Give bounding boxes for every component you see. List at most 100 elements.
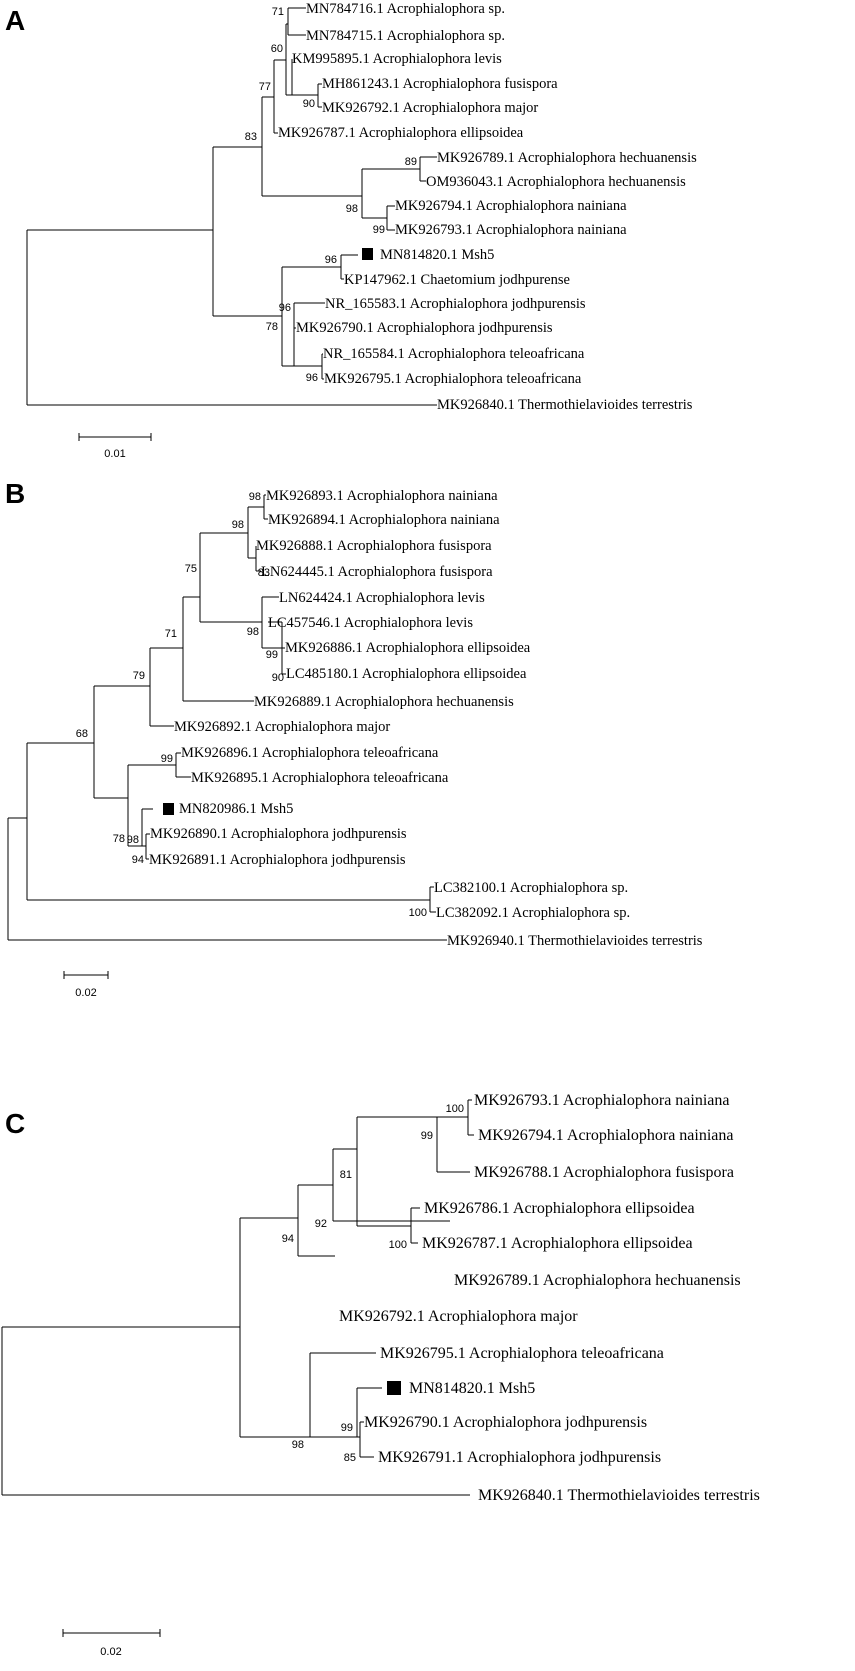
leaf-label: MK926791.1 Acrophialophora jodhpurensis xyxy=(378,1449,661,1466)
leaf-label: MK926790.1 Acrophialophora jodhpurensis xyxy=(296,320,553,336)
bootstrap-value: 99 xyxy=(373,224,385,236)
leaf-label: MK926793.1 Acrophialophora nainiana xyxy=(474,1092,730,1109)
leaf-label: MK926787.1 Acrophialophora ellipsoidea xyxy=(422,1235,693,1252)
bootstrap-value: 98 xyxy=(346,203,358,215)
bootstrap-value: 81 xyxy=(340,1169,352,1181)
bootstrap-value: 99 xyxy=(421,1130,433,1142)
leaf-label: MK926896.1 Acrophialophora teleoafricana xyxy=(181,745,439,761)
leaf-label: MK926889.1 Acrophialophora hechuanensis xyxy=(254,694,514,710)
bootstrap-value: 100 xyxy=(389,1239,407,1251)
bootstrap-value: 75 xyxy=(185,563,197,575)
bootstrap-value: 68 xyxy=(76,728,88,740)
leaf-label: LC382092.1 Acrophialophora sp. xyxy=(436,905,630,921)
leaf-label: OM936043.1 Acrophialophora hechuanensis xyxy=(426,174,686,190)
bootstrap-value: 71 xyxy=(272,6,284,18)
bootstrap-value: 71 xyxy=(165,628,177,640)
leaf-label: KM995895.1 Acrophialophora levis xyxy=(292,51,502,67)
bootstrap-value: 89 xyxy=(405,156,417,168)
leaf-label: MK926789.1 Acrophialophora hechuanensis xyxy=(454,1272,741,1289)
leaf-label: MK926793.1 Acrophialophora nainiana xyxy=(395,222,627,238)
bootstrap-value: 94 xyxy=(132,854,144,866)
leaf-label: MK926794.1 Acrophialophora nainiana xyxy=(395,198,627,214)
bootstrap-value: 83 xyxy=(258,567,270,579)
panel-b-bootstrap-values: 98 98 83 75 98 99 90 71 79 68 99 78 98 9… xyxy=(76,491,427,919)
bootstrap-value: 94 xyxy=(282,1233,294,1245)
leaf-label: LC382100.1 Acrophialophora sp. xyxy=(434,880,628,896)
leaf-label: MK926795.1 Acrophialophora teleoafricana xyxy=(380,1345,664,1362)
leaf-label: MK926786.1 Acrophialophora ellipsoidea xyxy=(424,1200,695,1217)
panel-c-bootstrap-values: 100 99 81 100 92 94 98 99 85 xyxy=(282,1103,464,1464)
leaf-label: MK926795.1 Acrophialophora teleoafricana xyxy=(324,371,582,387)
leaf-label: MK926792.1 Acrophialophora major xyxy=(322,100,538,116)
bootstrap-value: 78 xyxy=(266,321,278,333)
leaf-label: MN820986.1 Msh5 xyxy=(179,801,293,817)
leaf-label: MN814820.1 Msh5 xyxy=(409,1380,535,1397)
leaf-label: MK926892.1 Acrophialophora major xyxy=(174,719,390,735)
bootstrap-value: 85 xyxy=(344,1452,356,1464)
leaf-label: MK926891.1 Acrophialophora jodhpurensis xyxy=(149,852,406,868)
bootstrap-value: 79 xyxy=(133,670,145,682)
leaf-label: MN814820.1 Msh5 xyxy=(380,247,494,263)
panel-a-leaf-labels: MN784716.1 Acrophialophora sp. MN784715.… xyxy=(278,1,697,413)
leaf-label: MN784716.1 Acrophialophora sp. xyxy=(306,1,505,17)
panel-c: C xyxy=(1,1092,760,1658)
bootstrap-value: 98 xyxy=(127,834,139,846)
leaf-label: MK926890.1 Acrophialophora jodhpurensis xyxy=(150,826,407,842)
scale-bar-label: 0.01 xyxy=(104,448,125,460)
panel-a-scale-bar: 0.01 xyxy=(78,433,152,460)
leaf-label: MK926840.1 Thermothielavioides terrestri… xyxy=(437,397,693,413)
bootstrap-value: 98 xyxy=(232,519,244,531)
leaf-label: MK926893.1 Acrophialophora nainiana xyxy=(266,488,498,504)
leaf-label: MK926788.1 Acrophialophora fusispora xyxy=(474,1164,734,1181)
panel-b-branches xyxy=(7,494,447,941)
leaf-label: MK926940.1 Thermothielavioides terrestri… xyxy=(447,933,703,949)
panel-a-bootstrap-values: 71 60 77 90 83 89 98 99 96 96 78 96 xyxy=(245,6,417,384)
scale-bar-label: 0.02 xyxy=(100,1646,121,1658)
panel-a-letter: A xyxy=(5,5,25,36)
bootstrap-value: 98 xyxy=(249,491,261,503)
leaf-label: MK926794.1 Acrophialophora nainiana xyxy=(478,1127,734,1144)
leaf-label: MK926787.1 Acrophialophora ellipsoidea xyxy=(278,125,524,141)
panel-c-branches xyxy=(1,1099,474,1496)
bootstrap-value: 98 xyxy=(247,626,259,638)
leaf-label: NR_165584.1 Acrophialophora teleoafrican… xyxy=(323,346,585,362)
bootstrap-value: 100 xyxy=(409,907,427,919)
leaf-label: MK926792.1 Acrophialophora major xyxy=(339,1308,578,1325)
bootstrap-value: 92 xyxy=(315,1218,327,1230)
bootstrap-value: 77 xyxy=(259,81,271,93)
leaf-label: NR_165583.1 Acrophialophora jodhpurensis xyxy=(325,296,586,312)
bootstrap-value: 99 xyxy=(266,649,278,661)
bootstrap-value: 99 xyxy=(161,753,173,765)
panel-a: A xyxy=(5,1,697,460)
msh5-marker-icon xyxy=(387,1381,401,1395)
panel-b-letter: B xyxy=(5,478,25,509)
leaf-label: MK926895.1 Acrophialophora teleoafricana xyxy=(191,770,449,786)
leaf-label: LN624445.1 Acrophialophora fusispora xyxy=(261,564,493,580)
panel-b-leaf-labels: MK926893.1 Acrophialophora nainiana MK92… xyxy=(149,488,703,949)
bootstrap-value: 83 xyxy=(245,131,257,143)
panel-b-scale-bar: 0.02 xyxy=(63,971,109,999)
leaf-label: MK926790.1 Acrophialophora jodhpurensis xyxy=(364,1414,647,1431)
panel-c-scale-bar: 0.02 xyxy=(62,1629,161,1658)
bootstrap-value: 96 xyxy=(306,372,318,384)
bootstrap-value: 98 xyxy=(292,1439,304,1451)
bootstrap-value: 96 xyxy=(279,302,291,314)
leaf-label: MK926840.1 Thermothielavioides terrestri… xyxy=(478,1487,760,1504)
bootstrap-value: 100 xyxy=(446,1103,464,1115)
leaf-label: MN784715.1 Acrophialophora sp. xyxy=(306,28,505,44)
msh5-marker-icon xyxy=(362,248,373,260)
bootstrap-value: 90 xyxy=(303,98,315,110)
leaf-label: MH861243.1 Acrophialophora fusispora xyxy=(322,76,558,92)
leaf-label: LC457546.1 Acrophialophora levis xyxy=(268,615,473,631)
leaf-label: MK926886.1 Acrophialophora ellipsoidea xyxy=(285,640,531,656)
leaf-label: KP147962.1 Chaetomium jodhpurense xyxy=(344,272,570,288)
leaf-label: MK926789.1 Acrophialophora hechuanensis xyxy=(437,150,697,166)
panel-c-letter: C xyxy=(5,1108,25,1139)
panel-a-branches xyxy=(26,7,437,406)
panel-c-leaf-labels: MK926793.1 Acrophialophora nainiana MK92… xyxy=(339,1092,760,1504)
bootstrap-value: 96 xyxy=(325,254,337,266)
leaf-label: LC485180.1 Acrophialophora ellipsoidea xyxy=(286,666,527,682)
bootstrap-value: 99 xyxy=(341,1422,353,1434)
leaf-label: MK926888.1 Acrophialophora fusispora xyxy=(256,538,492,554)
